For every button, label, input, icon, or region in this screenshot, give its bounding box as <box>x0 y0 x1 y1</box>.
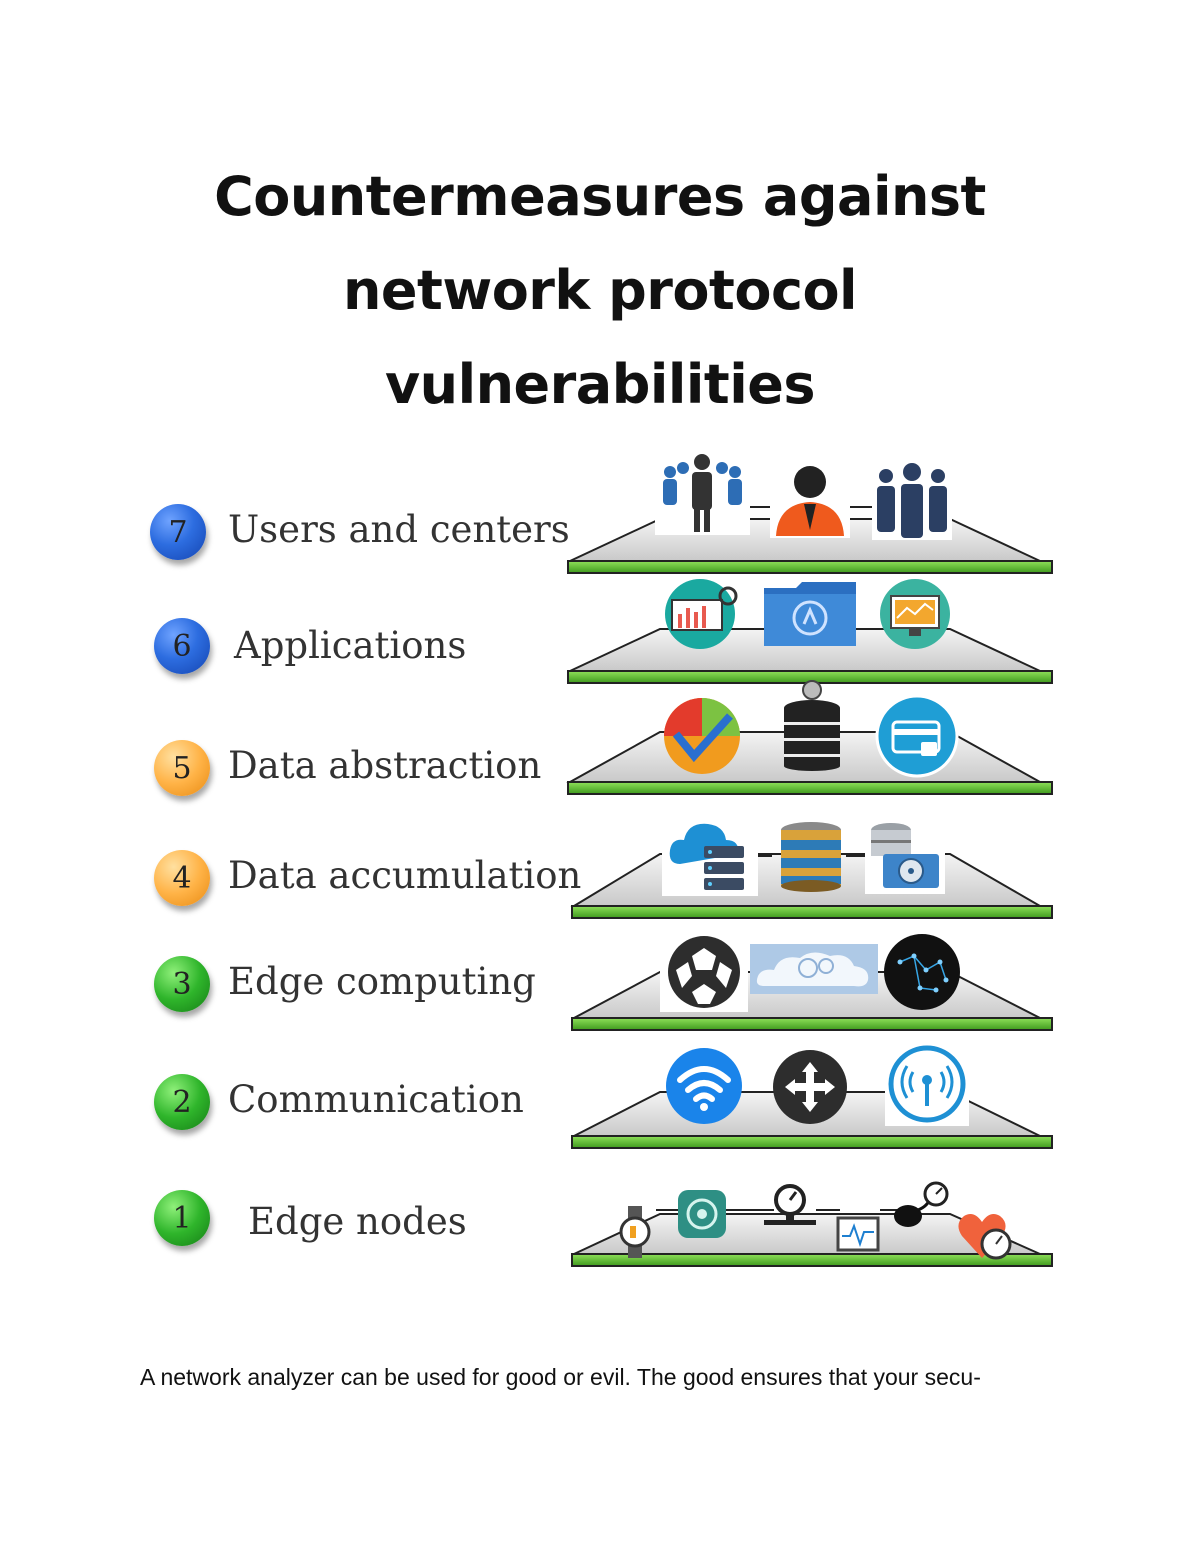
database-stack-icon <box>781 822 841 892</box>
cloud-server-icon <box>662 810 758 896</box>
layer-badge: 2 <box>154 1074 210 1130</box>
page-title: Countermeasures against network protocol… <box>0 150 1200 432</box>
layer-badge: 6 <box>154 618 210 674</box>
body-paragraph: A network analyzer can be used for good … <box>140 1364 981 1390</box>
title-line-2: network protocol <box>342 259 858 322</box>
layer-label: Edge nodes <box>248 1200 467 1243</box>
heart-rate-icon <box>958 1214 1012 1260</box>
layer-6: 6 Applications <box>140 579 1060 696</box>
network-sphere-icon <box>660 932 748 1012</box>
layer-label: Users and centers <box>228 508 570 551</box>
wifi-icon <box>666 1048 742 1124</box>
secure-card-icon <box>875 694 959 778</box>
broadcast-icon <box>885 1042 969 1126</box>
chart-check-icon <box>664 698 740 774</box>
title-line-3: vulnerabilities <box>384 353 816 416</box>
gauge-icon <box>764 1184 816 1225</box>
cloud-icon <box>750 944 878 994</box>
app-folder-icon <box>764 582 856 646</box>
ecg-icon <box>836 1216 880 1252</box>
team-icon <box>872 458 952 540</box>
layer-label: Data accumulation <box>228 854 582 897</box>
sensor-icon <box>678 1190 726 1238</box>
layer-7: 7 Users and centers <box>140 450 1060 580</box>
layer-badge: 7 <box>150 504 206 560</box>
layer-2: 2 Communication <box>140 1040 1060 1150</box>
user-group-icon <box>655 450 750 535</box>
storage-icon <box>865 818 945 894</box>
layer-5: 5 Data abstraction <box>140 680 1060 796</box>
layer-label: Data abstraction <box>228 744 542 787</box>
layer-3: 3 Edge computing <box>140 922 1060 1032</box>
layer-badge: 5 <box>154 740 210 796</box>
layer-label: Applications <box>234 624 467 667</box>
router-icon <box>773 1050 847 1124</box>
layer-label: Edge computing <box>228 960 536 1003</box>
pressure-icon <box>894 1181 949 1227</box>
layer-badge: 1 <box>154 1190 210 1246</box>
watch-icon <box>619 1206 651 1258</box>
layer-badge: 4 <box>154 850 210 906</box>
monitor-icon <box>880 579 950 649</box>
analytics-icon <box>665 579 738 649</box>
database-icon <box>784 680 840 771</box>
layer-4: 4 Data accumulation <box>140 806 1060 919</box>
layer-1: 1 Edge nodes <box>140 1170 1060 1280</box>
user-icon <box>770 460 850 538</box>
constellation-icon <box>884 934 960 1010</box>
layer-badge: 3 <box>154 956 210 1012</box>
layer-label: Communication <box>228 1078 524 1121</box>
title-line-1: Countermeasures against <box>214 165 986 228</box>
